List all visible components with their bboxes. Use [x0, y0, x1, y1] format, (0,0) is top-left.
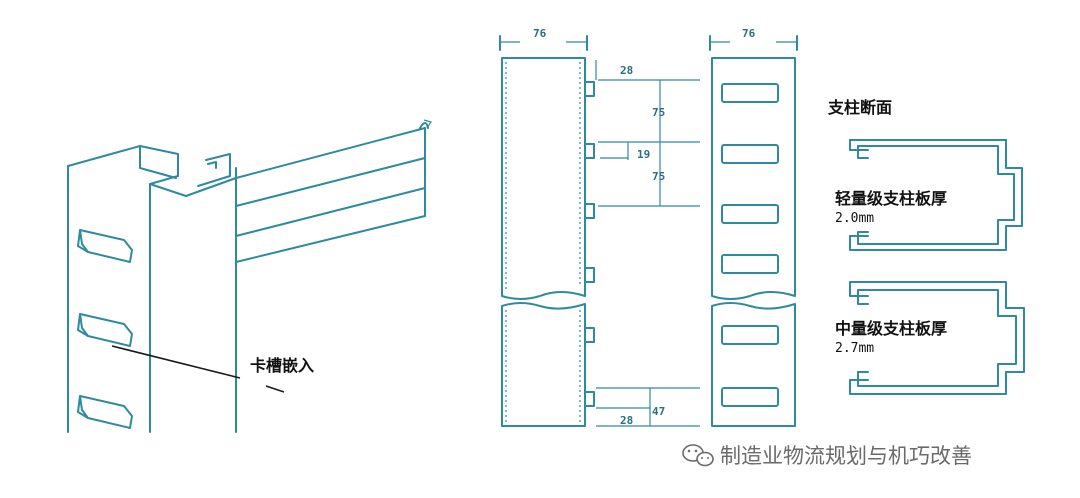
dim-bottom-height: 47 — [652, 405, 665, 418]
slot-leader-line — [111, 345, 241, 379]
dim-slot-height: 19 — [637, 148, 650, 161]
wechat-icon — [682, 444, 714, 467]
slot-leader-tick — [265, 385, 285, 393]
upright-slot-1 — [77, 229, 133, 263]
front-slot-1 — [721, 83, 779, 103]
upright-3d-drawing: 卡槽嵌入 — [67, 119, 432, 433]
watermark-text: 制造业物流规划与机巧改善 — [720, 444, 972, 468]
light-duty-label: 轻量级支柱板厚 — [835, 189, 947, 208]
side-elevation: 76 28 75 19 75 — [499, 27, 700, 427]
medium-duty-section: 中量级支柱板厚 2.7mm — [835, 281, 1025, 395]
upright-slot-3 — [77, 395, 133, 429]
slot-insert-label: 卡槽嵌入 — [250, 356, 314, 375]
front-slot-3 — [721, 204, 779, 224]
front-slot-4 — [721, 254, 779, 274]
front-slot-5 — [721, 325, 779, 345]
dim-width-left: 76 — [533, 27, 547, 40]
watermark: 制造业物流规划与机巧改善 — [682, 444, 972, 468]
column-sections: 支柱断面 轻量级支柱板厚 2.0mm 中量级支柱板厚 2.7mm — [827, 98, 1025, 395]
dim-width-right: 76 — [742, 27, 756, 40]
dim-pitch-lower: 75 — [652, 170, 665, 183]
light-duty-section: 轻量级支柱板厚 2.0mm — [835, 139, 1023, 251]
light-duty-thickness: 2.0mm — [835, 211, 874, 226]
beam — [235, 119, 432, 263]
front-elevation: 76 — [709, 27, 798, 427]
upright-top-profile — [67, 145, 237, 433]
medium-duty-label: 中量级支柱板厚 — [835, 319, 947, 338]
hook-tabs — [584, 81, 595, 407]
dim-pitch-upper: 75 — [652, 106, 665, 119]
dim-offset-bottom: 28 — [620, 414, 633, 427]
medium-duty-thickness: 2.7mm — [835, 341, 874, 356]
front-slot-6 — [721, 387, 779, 407]
dim-offset-top: 28 — [620, 64, 633, 77]
front-slot-2 — [721, 144, 779, 164]
upright-slot-2 — [77, 313, 133, 347]
section-title: 支柱断面 — [827, 98, 892, 117]
